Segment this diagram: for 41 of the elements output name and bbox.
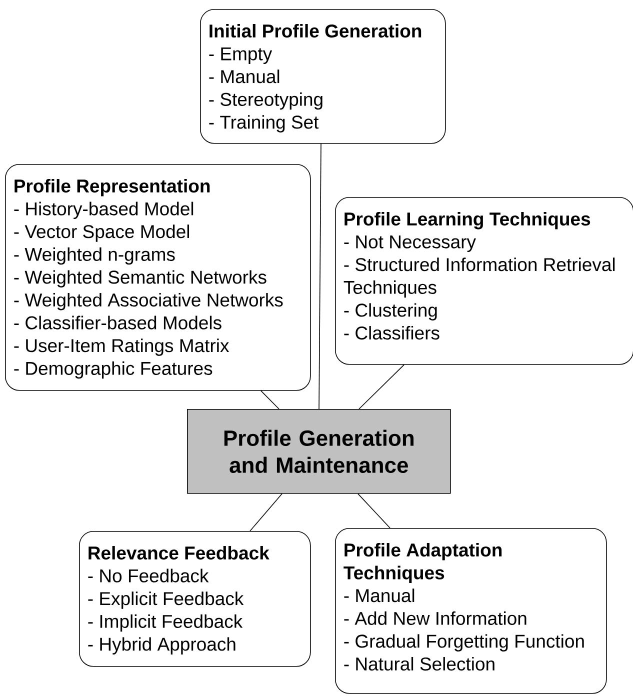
list-item: - Demographic Features [14,361,212,379]
list-item: - Add New Information [344,611,526,625]
category-box [5,164,311,391]
list-item: - Vector Space Model [14,224,189,242]
central-box [187,409,451,494]
connector-line [250,493,282,532]
list-item: - Hybrid Approach [88,637,236,654]
list-item: - Manual [209,70,280,84]
connector-line [260,390,280,410]
center-title: Profile Generation and Maintenance [224,430,414,473]
list-item: - Classifier-based Models [14,316,222,330]
list-item: - Empty [209,47,272,64]
list-item: - Not Necessary [344,235,476,252]
list-item: - Natural Selection [344,657,494,671]
category-box [335,528,607,694]
box-heading: Profile Learning Techniques [344,212,590,230]
list-item: - Weighted Associative Networks [14,293,283,310]
category-box [79,531,311,667]
list-item: - Implicit Feedback [88,614,243,632]
list-item: - Explicit Feedback [88,592,244,609]
list-item: - Manual [344,588,414,602]
category-box [335,197,633,365]
box-heading: Initial Profile Generation [210,24,422,38]
list-item: - Weighted Semantic Networks [14,270,266,288]
list-item: - History-based Model [14,202,194,220]
box-heading: Profile Adaptation Techniques [344,543,502,584]
list-item: - No Feedback [88,568,209,582]
list-item: - Structured Information Retrieval Techniques [344,258,615,298]
connector-line [358,364,404,410]
list-item: - Stereotyping [209,92,322,110]
box-heading: Profile Representation [14,179,210,196]
connector-line [318,143,322,410]
category-box [200,9,446,144]
box-heading: Relevance Feedback [88,546,270,560]
list-item: - Training Set [209,115,319,132]
list-item: - Classifiers [344,326,440,340]
list-item: - Weighted n-grams [14,247,175,265]
list-item: - User-Item Ratings Matrix [14,338,230,356]
connector-line [358,493,390,528]
list-item: - Clustering [344,303,437,320]
list-item: - Gradual Forgetting Function [344,634,584,652]
